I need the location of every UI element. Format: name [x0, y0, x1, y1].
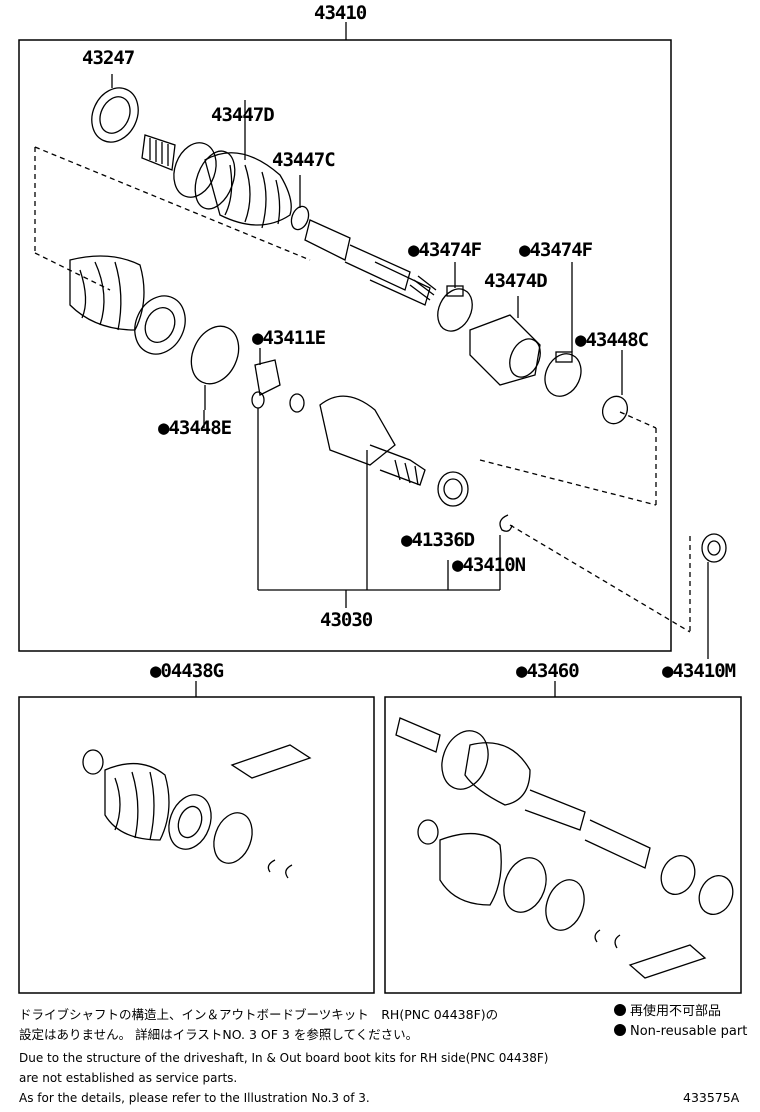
illustration-id: 433575A	[683, 1090, 740, 1105]
legend-en-text: Non-reusable part	[630, 1024, 748, 1039]
note-en-line1: Due to the structure of the driveshaft, …	[19, 1051, 549, 1065]
dashed-outline	[34, 146, 691, 633]
label-43247: 43247	[82, 47, 135, 69]
dust-seal-43247	[91, 74, 139, 143]
main-frame	[18, 39, 672, 652]
label-43474F-left: ●43474F	[408, 239, 482, 261]
label-43030: 43030	[320, 609, 373, 631]
note-en-line3: As for the details, please refer to the …	[19, 1091, 370, 1105]
inboard-boot-43474D	[437, 262, 629, 425]
label-43448C: ●43448C	[575, 329, 649, 351]
label-43410: 43410	[314, 2, 367, 24]
kit-04438G-parts	[82, 744, 312, 879]
kit-43460-parts	[395, 717, 734, 979]
label-43448E: ●43448E	[158, 417, 232, 439]
bearing-43410M	[701, 533, 727, 659]
outboard-shaft-assembly	[141, 100, 437, 306]
legend-en: Non-reusable part	[614, 1024, 747, 1040]
note-jp-line2: 設定はありません。 詳細はイラストNO. 3 OF 3 を参照してください。	[19, 1027, 419, 1042]
label-43447C: 43447C	[272, 149, 336, 171]
label-04438G: ●04438G	[150, 660, 224, 682]
label-43474D: 43474D	[484, 270, 548, 292]
note-en-line2: are not established as service parts.	[19, 1071, 238, 1085]
note-jp-line1: ドライブシャフトの構造上、イン＆アウトボードブーツキット RH(PNC 0443…	[19, 1007, 499, 1022]
legend-jp: 再使用不可部品	[614, 1004, 721, 1020]
kit-frame-43460	[384, 696, 742, 994]
label-43447D: 43447D	[211, 104, 275, 126]
label-43460: ●43460	[516, 660, 580, 682]
inboard-joint-43030	[69, 255, 513, 591]
label-43411E: ●43411E	[252, 327, 326, 349]
bullet-icon	[614, 1024, 626, 1036]
label-43474F-right: ●43474F	[519, 239, 593, 261]
label-41336D: ●41336D	[401, 529, 475, 551]
label-43410M: ●43410M	[662, 660, 736, 682]
legend-jp-text: 再使用不可部品	[630, 1004, 722, 1019]
label-43410N: ●43410N	[452, 554, 526, 576]
bullet-icon	[614, 1004, 626, 1016]
